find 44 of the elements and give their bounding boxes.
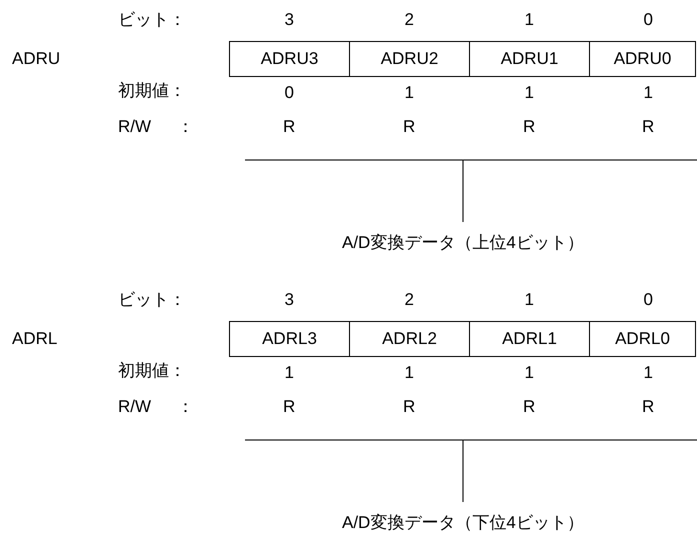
register-bit-cell: ADRL0	[589, 321, 696, 357]
bit-number: 2	[404, 10, 414, 30]
bit-number: 3	[284, 10, 294, 30]
bit-number: 0	[644, 10, 653, 30]
bit-number: 0	[644, 290, 653, 310]
bit-number: 3	[284, 290, 294, 310]
bit-number: 1	[524, 10, 534, 30]
register-bit-cell: ADRL1	[469, 321, 590, 357]
initial-value: 1	[404, 363, 414, 383]
access-type: R	[403, 117, 416, 137]
register-bit-cell: ADRL3	[229, 321, 350, 357]
bracket-label: A/D変換データ（下位4ビット）	[342, 513, 584, 533]
register-bit-cell: ADRU3	[229, 41, 350, 77]
initial-value: 1	[284, 363, 294, 383]
bracket-label: A/D変換データ（上位4ビット）	[342, 233, 584, 253]
initial-value: 0	[284, 83, 294, 103]
register-bit-cell: ADRU0	[589, 41, 696, 77]
initial-value: 1	[404, 83, 414, 103]
access-type: R	[642, 397, 654, 417]
access-type: R	[523, 117, 536, 137]
field-label: ：	[177, 397, 194, 417]
field-label: 初期値：	[118, 361, 186, 381]
initial-value: 1	[524, 83, 534, 103]
field-label: ビット：	[118, 10, 186, 30]
bit-number: 1	[524, 290, 534, 310]
register-name: ADRL	[12, 329, 58, 349]
field-label: ：	[177, 117, 194, 137]
register-name: ADRU	[12, 49, 60, 69]
register-bit-cell: ADRL2	[349, 321, 470, 357]
register-bit-cell: ADRU2	[349, 41, 470, 77]
initial-value: 1	[644, 83, 653, 103]
register-bit-cell: ADRU1	[469, 41, 590, 77]
access-type: R	[403, 397, 416, 417]
access-type: R	[283, 397, 296, 417]
field-label: ビット：	[118, 290, 186, 310]
initial-value: 1	[524, 363, 534, 383]
access-type: R	[283, 117, 296, 137]
field-label: R/W	[118, 397, 152, 417]
initial-value: 1	[644, 363, 653, 383]
access-type: R	[642, 117, 654, 137]
bit-number: 2	[404, 290, 414, 310]
field-label: R/W	[118, 117, 152, 137]
field-label: 初期値：	[118, 81, 186, 101]
access-type: R	[523, 397, 536, 417]
